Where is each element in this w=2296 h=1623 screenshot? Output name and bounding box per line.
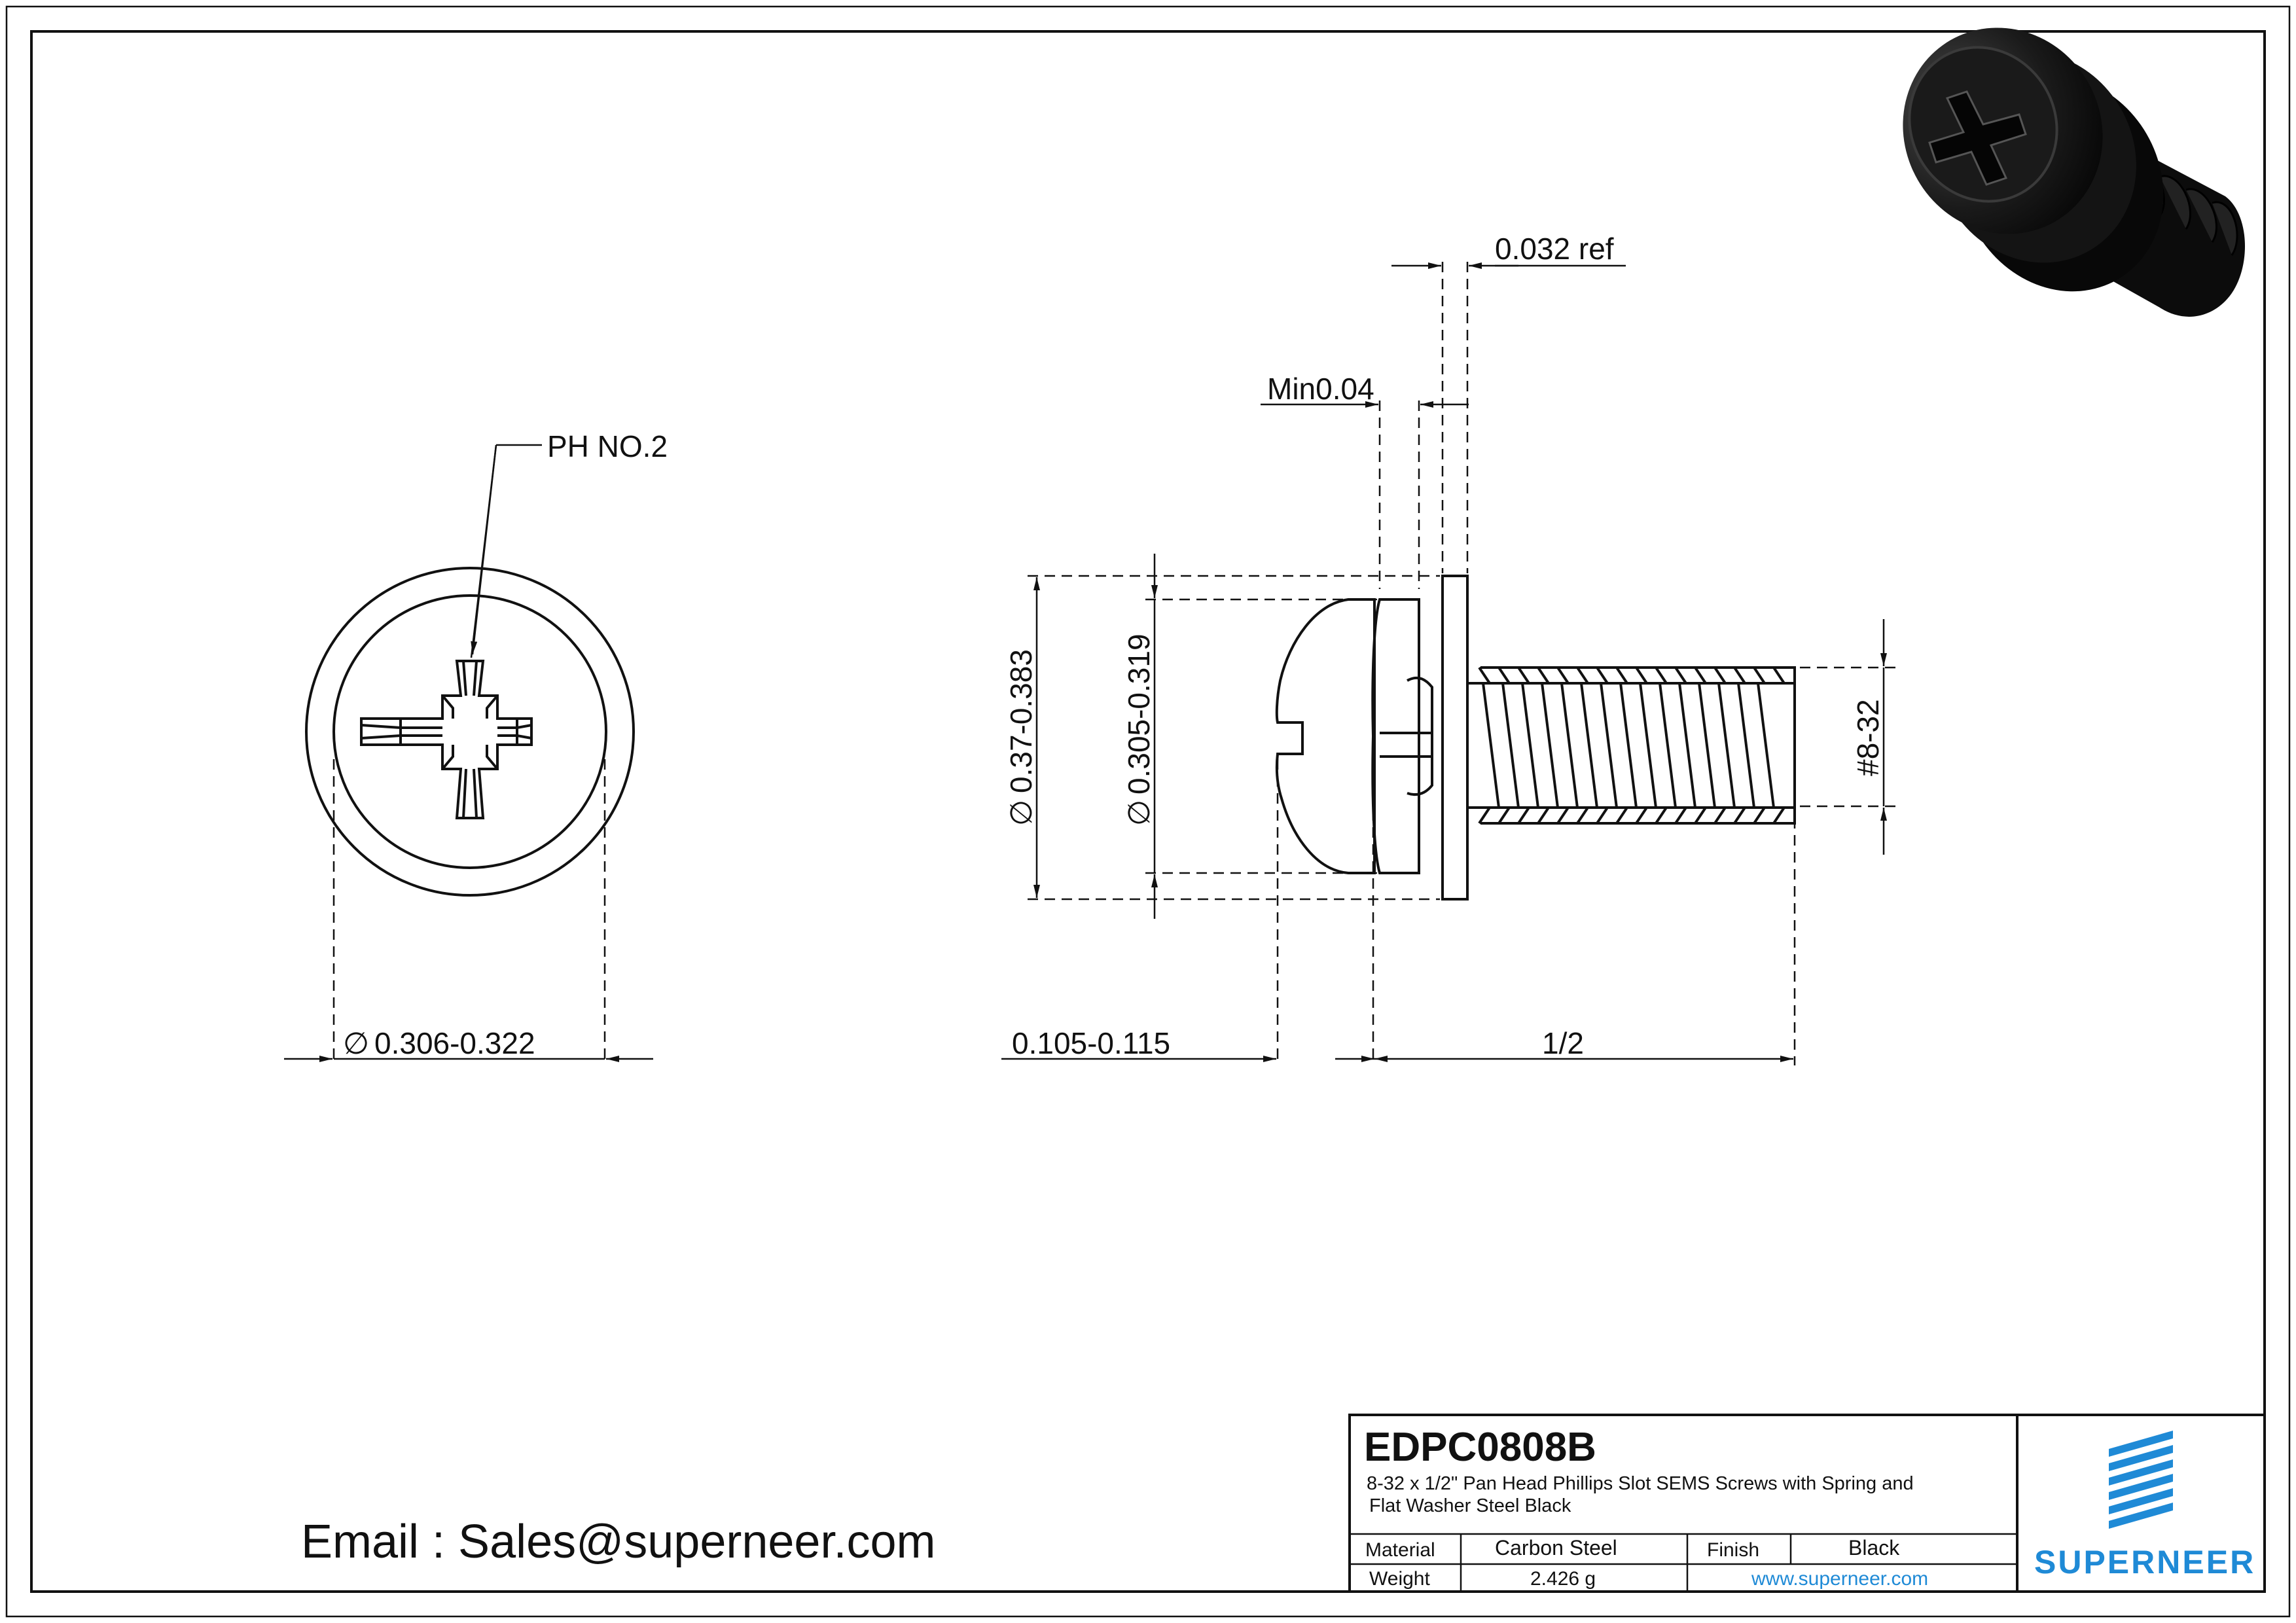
- drive-label: PH NO.2: [547, 429, 668, 463]
- part-number: EDPC0808B: [1364, 1425, 1596, 1470]
- pan-head: [1275, 598, 1376, 874]
- brand-logo-icon: [2109, 1431, 2173, 1529]
- length-dimension: 1/2: [1542, 1026, 1584, 1060]
- weight-value: 2.426 g: [1530, 1568, 1596, 1590]
- front-view: PH NO.2 ∅ 0.306-0.322: [284, 429, 668, 1065]
- washer-outline: [305, 567, 635, 897]
- head-diameter-dimension: 0.306-0.322: [374, 1026, 535, 1060]
- spring-washer: [1371, 598, 1420, 874]
- description-line-1: 8-32 x 1/2" Pan Head Phillips Slot SEMS …: [1367, 1473, 1914, 1494]
- finish-label: Finish: [1707, 1539, 1759, 1561]
- description-line-2: Flat Washer Steel Black: [1369, 1495, 1571, 1516]
- flat-washer-diameter-symbol: ∅: [1004, 800, 1038, 826]
- brand-name: SUPERNEER: [2034, 1544, 2255, 1580]
- side-view: 0.032 ref Min0.04 ∅ 0.37-0.383 ∅ 0.305-0…: [1001, 232, 1898, 1065]
- title-block: EDPC0808B 8-32 x 1/2" Pan Head Phillips …: [1348, 1414, 2266, 1593]
- head-height-dimension: 0.105-0.115: [1012, 1026, 1170, 1060]
- website-link[interactable]: www.superneer.com: [1751, 1568, 1928, 1590]
- contact-email: Email : Sales@superneer.com: [301, 1516, 936, 1568]
- phillips-recess: [360, 660, 533, 819]
- spring-washer-min-dimension: Min0.04: [1267, 372, 1374, 406]
- washer-thickness-dimension: 0.032 ref: [1495, 232, 1614, 266]
- material-value: Carbon Steel: [1495, 1536, 1617, 1560]
- threaded-shank: [1467, 666, 1796, 825]
- flat-washer-diameter-dimension: 0.37-0.383: [1004, 649, 1038, 793]
- material-label: Material: [1365, 1539, 1435, 1561]
- spring-washer-diameter-dimension: 0.305-0.319: [1122, 633, 1156, 794]
- spring-washer-diameter-symbol: ∅: [1122, 800, 1156, 826]
- head-outline: [332, 594, 607, 869]
- finish-value: Black: [1848, 1536, 1900, 1560]
- outer-frame: [5, 5, 2291, 1618]
- thread-size-dimension: #8-32: [1851, 699, 1885, 776]
- front-diameter-symbol: ∅: [343, 1026, 369, 1060]
- flat-washer: [1441, 575, 1469, 901]
- screw-3d-render: [1903, 27, 2245, 317]
- inner-frame: [30, 30, 2266, 1593]
- weight-label: Weight: [1369, 1568, 1430, 1590]
